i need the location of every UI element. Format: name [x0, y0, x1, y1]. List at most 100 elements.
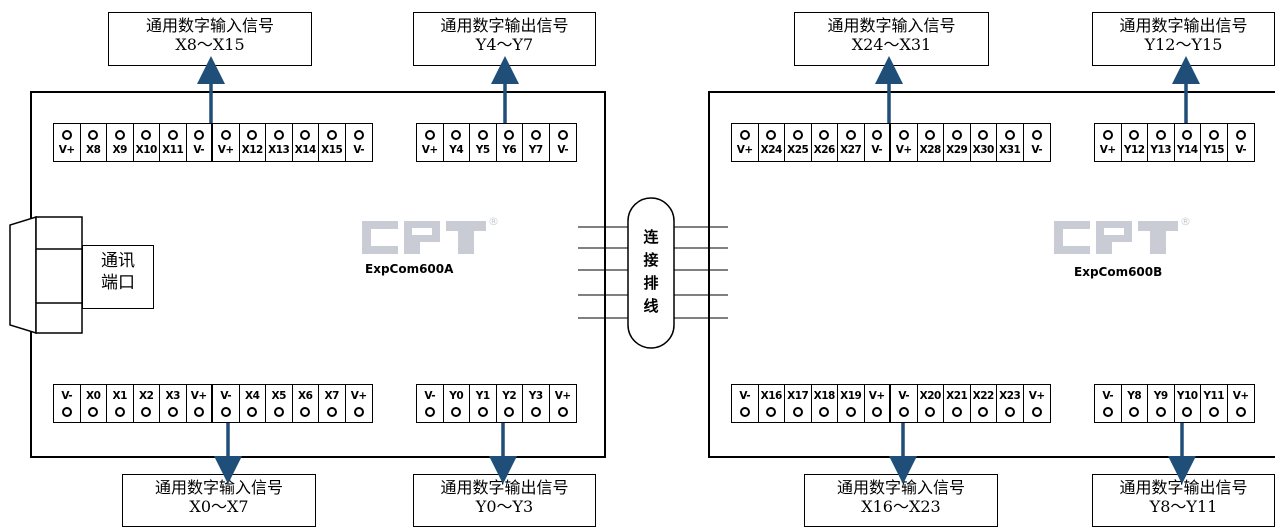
- label-title: 通用数字输出信号: [1119, 478, 1248, 497]
- terminal-x5: X5: [266, 385, 293, 422]
- terminal-screw-icon: [273, 406, 284, 417]
- terminal-vminus: V-: [1228, 124, 1255, 161]
- terminal-label: X15: [321, 143, 343, 156]
- terminal-screw-icon: [300, 129, 311, 140]
- terminal-label: Y2: [502, 389, 517, 402]
- terminal-x17: X17: [785, 385, 812, 422]
- terminal-label: V+: [421, 143, 438, 156]
- terminal-vminus: V-: [865, 124, 891, 161]
- terminal-vplus: V+: [732, 124, 759, 161]
- terminal-screw-icon: [247, 129, 258, 140]
- terminal-screw-icon: [424, 129, 435, 140]
- terminal-screw-icon: [220, 129, 231, 140]
- terminal-screw-icon: [1155, 129, 1166, 140]
- terminal-screw-icon: [1182, 129, 1193, 140]
- terminal-label: V-: [1235, 143, 1247, 156]
- terminal-screw-icon: [167, 129, 178, 140]
- terminal-label: X0: [86, 389, 101, 402]
- terminal-label: X2: [139, 389, 154, 402]
- terminal-x8: X8: [81, 124, 107, 161]
- module-b-name: ExpCom600B: [1074, 265, 1163, 279]
- terminal-screw-icon: [193, 129, 204, 140]
- terminal-vminus: V-: [1095, 385, 1122, 422]
- terminal-vminus: V-: [550, 124, 577, 161]
- terminal-label: X19: [840, 389, 862, 402]
- terminal-vminus: V-: [346, 124, 373, 161]
- terminal-y5: Y5: [470, 124, 497, 161]
- terminal-label: V-: [557, 143, 569, 156]
- terminal-label: X13: [268, 143, 290, 156]
- crt-logo-icon: ®: [362, 215, 499, 254]
- terminal-label: V-: [739, 389, 751, 402]
- terminal-screw-icon: [739, 406, 750, 417]
- terminal-label: X30: [972, 143, 995, 156]
- db-connector-icon: [9, 215, 83, 335]
- terminal-label: X4: [245, 389, 260, 402]
- terminal-x23: X23: [997, 385, 1024, 422]
- terminal-vplus: V+: [417, 124, 444, 161]
- terminal-screw-icon: [898, 406, 909, 417]
- terminal-label: X14: [294, 143, 317, 156]
- terminal-screw-icon: [477, 129, 488, 140]
- terminal-screw-icon: [141, 406, 152, 417]
- module-a-name: ExpCom600A: [365, 262, 454, 276]
- terminal-vplus: V+: [1228, 385, 1255, 422]
- terminal-screw-icon: [925, 406, 936, 417]
- terminal-label: Y7: [528, 143, 543, 156]
- terminal-x11: X11: [160, 124, 187, 161]
- terminal-screw-icon: [326, 406, 337, 417]
- terminal-screw-icon: [504, 406, 515, 417]
- label-range: Y0～Y3: [475, 497, 534, 516]
- terminal-x24: X24: [759, 124, 785, 161]
- terminal-screw-icon: [898, 129, 909, 140]
- terminal-screw-icon: [1208, 129, 1219, 140]
- terminal-screw-icon: [1208, 406, 1219, 417]
- terminal-x30: X30: [971, 124, 997, 161]
- terminal-label: X3: [165, 389, 181, 402]
- terminal-x31: X31: [997, 124, 1024, 161]
- terminal-x9: X9: [107, 124, 134, 161]
- terminal-vminus: V-: [417, 385, 444, 422]
- module-a-logo: ®: [362, 213, 502, 258]
- ribbon-cable: [578, 197, 728, 349]
- terminal-label: X20: [919, 389, 942, 402]
- terminal-screw-icon: [925, 129, 936, 140]
- terminal-y11: Y11: [1201, 385, 1228, 422]
- connector-char: 排: [643, 274, 659, 292]
- terminal-screw-icon: [1129, 129, 1140, 140]
- terminal-x2: X2: [134, 385, 160, 422]
- terminal-screw-icon: [1129, 406, 1140, 417]
- terminal-label: X31: [999, 143, 1021, 156]
- terminal-label: X24: [760, 143, 783, 156]
- terminal-screw-icon: [819, 406, 830, 417]
- terminal-label: Y10: [1176, 389, 1198, 402]
- terminal-x27: X27: [838, 124, 865, 161]
- terminal-vplus: V+: [346, 385, 373, 422]
- terminal-screw-icon: [978, 406, 989, 417]
- terminal-x14: X14: [293, 124, 319, 161]
- terminal-screw-icon: [1182, 406, 1193, 417]
- terminal-y2: Y2: [497, 385, 523, 422]
- terminal-label: X11: [162, 143, 184, 156]
- terminal-screw-icon: [530, 406, 541, 417]
- terminal-screw-icon: [792, 129, 803, 140]
- terminal-x7: X7: [319, 385, 346, 422]
- connector-char: 线: [643, 297, 659, 315]
- terminal-screw-icon: [819, 129, 830, 140]
- terminal-label: X17: [787, 389, 809, 402]
- terminal-vminus: V-: [54, 385, 81, 422]
- terminal-x20: X20: [918, 385, 944, 422]
- terminal-screw-icon: [766, 129, 777, 140]
- terminal-y12: Y12: [1122, 124, 1148, 161]
- terminal-screw-icon: [1102, 406, 1113, 417]
- terminal-label: Y1: [475, 389, 490, 402]
- terminal-label: X6: [298, 389, 313, 402]
- terminal-screw-icon: [273, 129, 284, 140]
- terminal-y15: Y15: [1201, 124, 1228, 161]
- terminal-screw-icon: [1031, 406, 1042, 417]
- terminal-label: X8: [86, 143, 101, 156]
